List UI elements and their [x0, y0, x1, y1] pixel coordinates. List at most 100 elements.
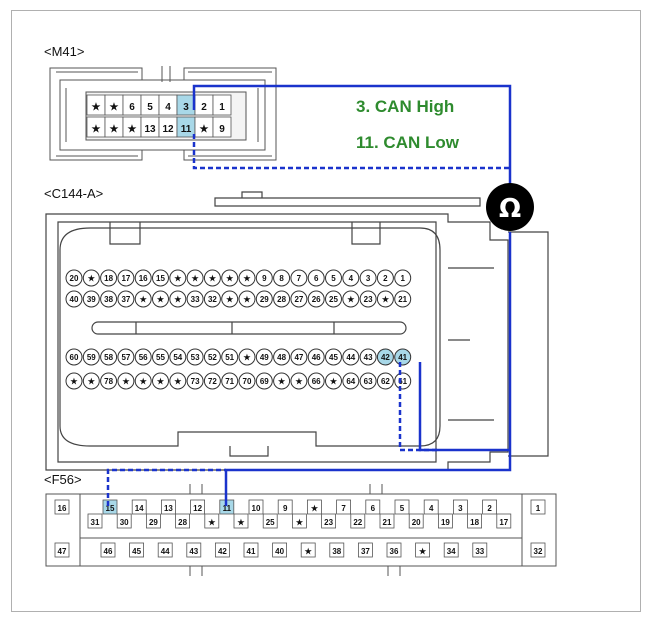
- f56-pin-cell: [415, 542, 431, 558]
- f56-pin-cell: [204, 513, 220, 529]
- f56-pin-cell: [530, 499, 546, 515]
- c144a-pin-label: ★: [140, 295, 148, 304]
- f56-pin-label: 4: [429, 504, 434, 513]
- c144a-pin-label: ★: [382, 295, 390, 304]
- c144a-pin-cell: [186, 269, 204, 287]
- c144a-pin-label: ★: [88, 274, 96, 283]
- f56-pin-label: 23: [324, 518, 333, 527]
- c144a-pin-cell: [342, 269, 360, 287]
- c144a-pin-cell: [342, 372, 360, 390]
- f56-pin-label: 43: [189, 547, 198, 556]
- c144a-pin-cell: [255, 290, 273, 308]
- c144a-pin-label: 3: [366, 274, 371, 283]
- c144a-pin-label: 63: [364, 377, 373, 386]
- f56-pin-cell: [54, 499, 70, 515]
- c144a-pin-cell: [307, 348, 325, 366]
- m41-label: <M41>: [44, 44, 84, 59]
- c144a-pin-label: 54: [173, 353, 182, 362]
- c144a-pin-cell: [82, 348, 100, 366]
- c144a-pin-label: 6: [314, 274, 319, 283]
- legend-can-high: 3. CAN High: [356, 97, 454, 116]
- f56-pin-label: 28: [178, 518, 187, 527]
- c144a-pin-label: 33: [191, 295, 200, 304]
- c144a-pin-label: ★: [243, 353, 251, 362]
- c144a-pin-label: 64: [346, 377, 355, 386]
- c144a-pin-cell: [134, 372, 152, 390]
- c144a-pin-cell: [238, 348, 256, 366]
- f56-pin-label: 45: [132, 547, 141, 556]
- c144a-pin-label: 1: [400, 274, 405, 283]
- c144a-pin-cell: [82, 290, 100, 308]
- c144a-label: <C144-A>: [44, 186, 103, 201]
- f56-pin-cell: [116, 513, 132, 529]
- c144a-pin-cell: [186, 372, 204, 390]
- f56-pin-cell: [443, 542, 459, 558]
- c144a-pin-cell: [100, 290, 118, 308]
- f56-pin-label: 31: [91, 518, 100, 527]
- c144a-pin-cell: [186, 290, 204, 308]
- f56-pin-cell: [467, 513, 483, 529]
- c144a-pin-label: 70: [243, 377, 252, 386]
- c144a-pin-cell: [290, 348, 308, 366]
- f56-pin-cell: [386, 542, 402, 558]
- c144a-pin-label: ★: [157, 377, 165, 386]
- c144a-pin-label: 73: [191, 377, 200, 386]
- c144a-pin-cell: [342, 348, 360, 366]
- f56-pin-cell: [437, 513, 453, 529]
- c144a-pin-label: 66: [312, 377, 321, 386]
- legend-can-low: 11. CAN Low: [356, 133, 460, 152]
- f56-pin-cell: [336, 499, 352, 515]
- c144a-pin-cell: [152, 290, 169, 308]
- f56-pin-label: 2: [487, 504, 492, 513]
- c144a-pin-label: 61: [398, 377, 407, 386]
- c144a-pin-cell: [82, 372, 100, 390]
- c144a-pin-label: 15: [156, 274, 165, 283]
- c144a-pin-cell: [307, 269, 325, 287]
- f56-pin-label: 25: [266, 518, 275, 527]
- c144a-pin-label: 38: [104, 295, 113, 304]
- c144a-pin-cell: [394, 348, 412, 366]
- c144a-pin-label: 7: [297, 274, 302, 283]
- c144a-pin-cell: [325, 269, 342, 287]
- f56-pin-cell: [452, 499, 468, 515]
- f56-pin-label: 10: [252, 504, 261, 513]
- c144a-pin-cell: [117, 269, 135, 287]
- c144a-pin-label: ★: [226, 274, 234, 283]
- f56-pin-label: 33: [475, 547, 484, 556]
- m41-pin-label: 5: [147, 102, 153, 113]
- f56-pin-label: 15: [106, 504, 115, 513]
- m41-pin-label: 12: [162, 124, 174, 135]
- f56-pin-cell: [233, 513, 249, 529]
- c144a-pin-label: 32: [208, 295, 217, 304]
- c144a-pin-label: ★: [347, 295, 355, 304]
- c144a-pin-label: 16: [139, 274, 148, 283]
- c144a-pin-label: ★: [122, 377, 130, 386]
- c144a-pin-label: 9: [262, 274, 267, 283]
- c144a-pin-cell: [186, 348, 204, 366]
- c144a-pin-label: ★: [243, 274, 251, 283]
- c144a-pin-cell: [325, 372, 342, 390]
- c144a-pin-label: 8: [279, 274, 284, 283]
- f56-pin-label: 13: [164, 504, 173, 513]
- c144a-pin-label: 45: [329, 353, 338, 362]
- c144a-pin-cell: [290, 372, 308, 390]
- c144a-pin-cell: [376, 348, 394, 366]
- f56-pin-cell: [321, 513, 337, 529]
- f56-pin-cell: [100, 542, 116, 558]
- f56-pin-cell: [306, 499, 322, 515]
- f56-pin-cell: [102, 499, 118, 515]
- c144a-pin-cell: [273, 290, 291, 308]
- c144a-pin-cell: [82, 269, 100, 287]
- c144a-pin-cell: [169, 269, 187, 287]
- f56-pin-label: 5: [400, 504, 405, 513]
- c144a-pin-cell: [359, 348, 377, 366]
- f56-pin-label: 9: [283, 504, 288, 513]
- f56-pin-cell: [365, 499, 381, 515]
- c144a-pin-label: 51: [225, 353, 234, 362]
- f56-pin-cell: [248, 499, 264, 515]
- c144a-pin-cell: [65, 348, 83, 366]
- c144a-pin-label: 4: [349, 274, 354, 283]
- c144a-pin-cell: [203, 290, 221, 308]
- m41-pin-cell: [212, 94, 232, 116]
